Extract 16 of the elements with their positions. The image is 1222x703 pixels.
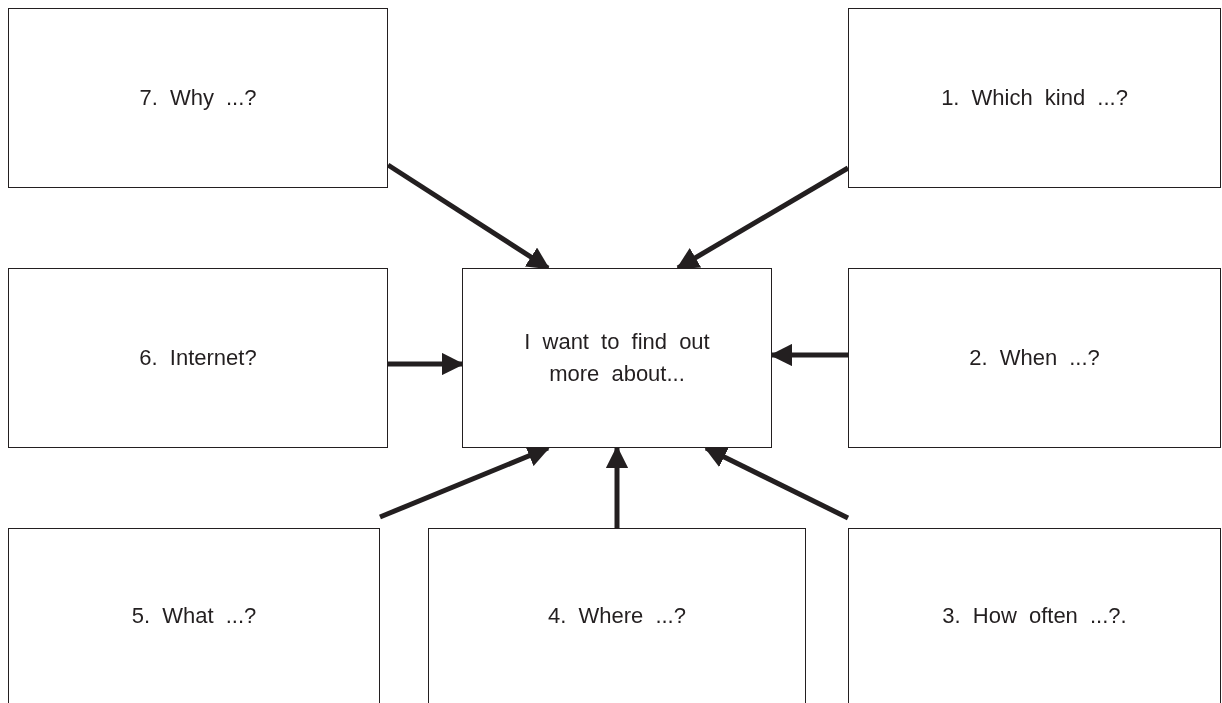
box-text: 3. How often ...?.	[942, 602, 1127, 631]
question-box	[8, 528, 380, 703]
question-box	[848, 268, 1221, 448]
box-text: 4. Where ...?	[548, 602, 686, 631]
question-box	[848, 528, 1221, 703]
box-text: 1. Which kind ...?	[941, 84, 1128, 113]
topic-box	[462, 268, 772, 448]
box-text: 5. What ...?	[131, 602, 257, 631]
box-text: 7. Why ...?	[139, 84, 257, 113]
question-box	[8, 8, 388, 188]
box-text: 2. When ...?	[969, 344, 1100, 373]
question-box	[8, 268, 388, 448]
question-box	[848, 8, 1221, 188]
question-box	[428, 528, 806, 703]
box-text: I want to find out more about...	[523, 328, 711, 388]
box-text: 6. Internet?	[139, 344, 257, 373]
